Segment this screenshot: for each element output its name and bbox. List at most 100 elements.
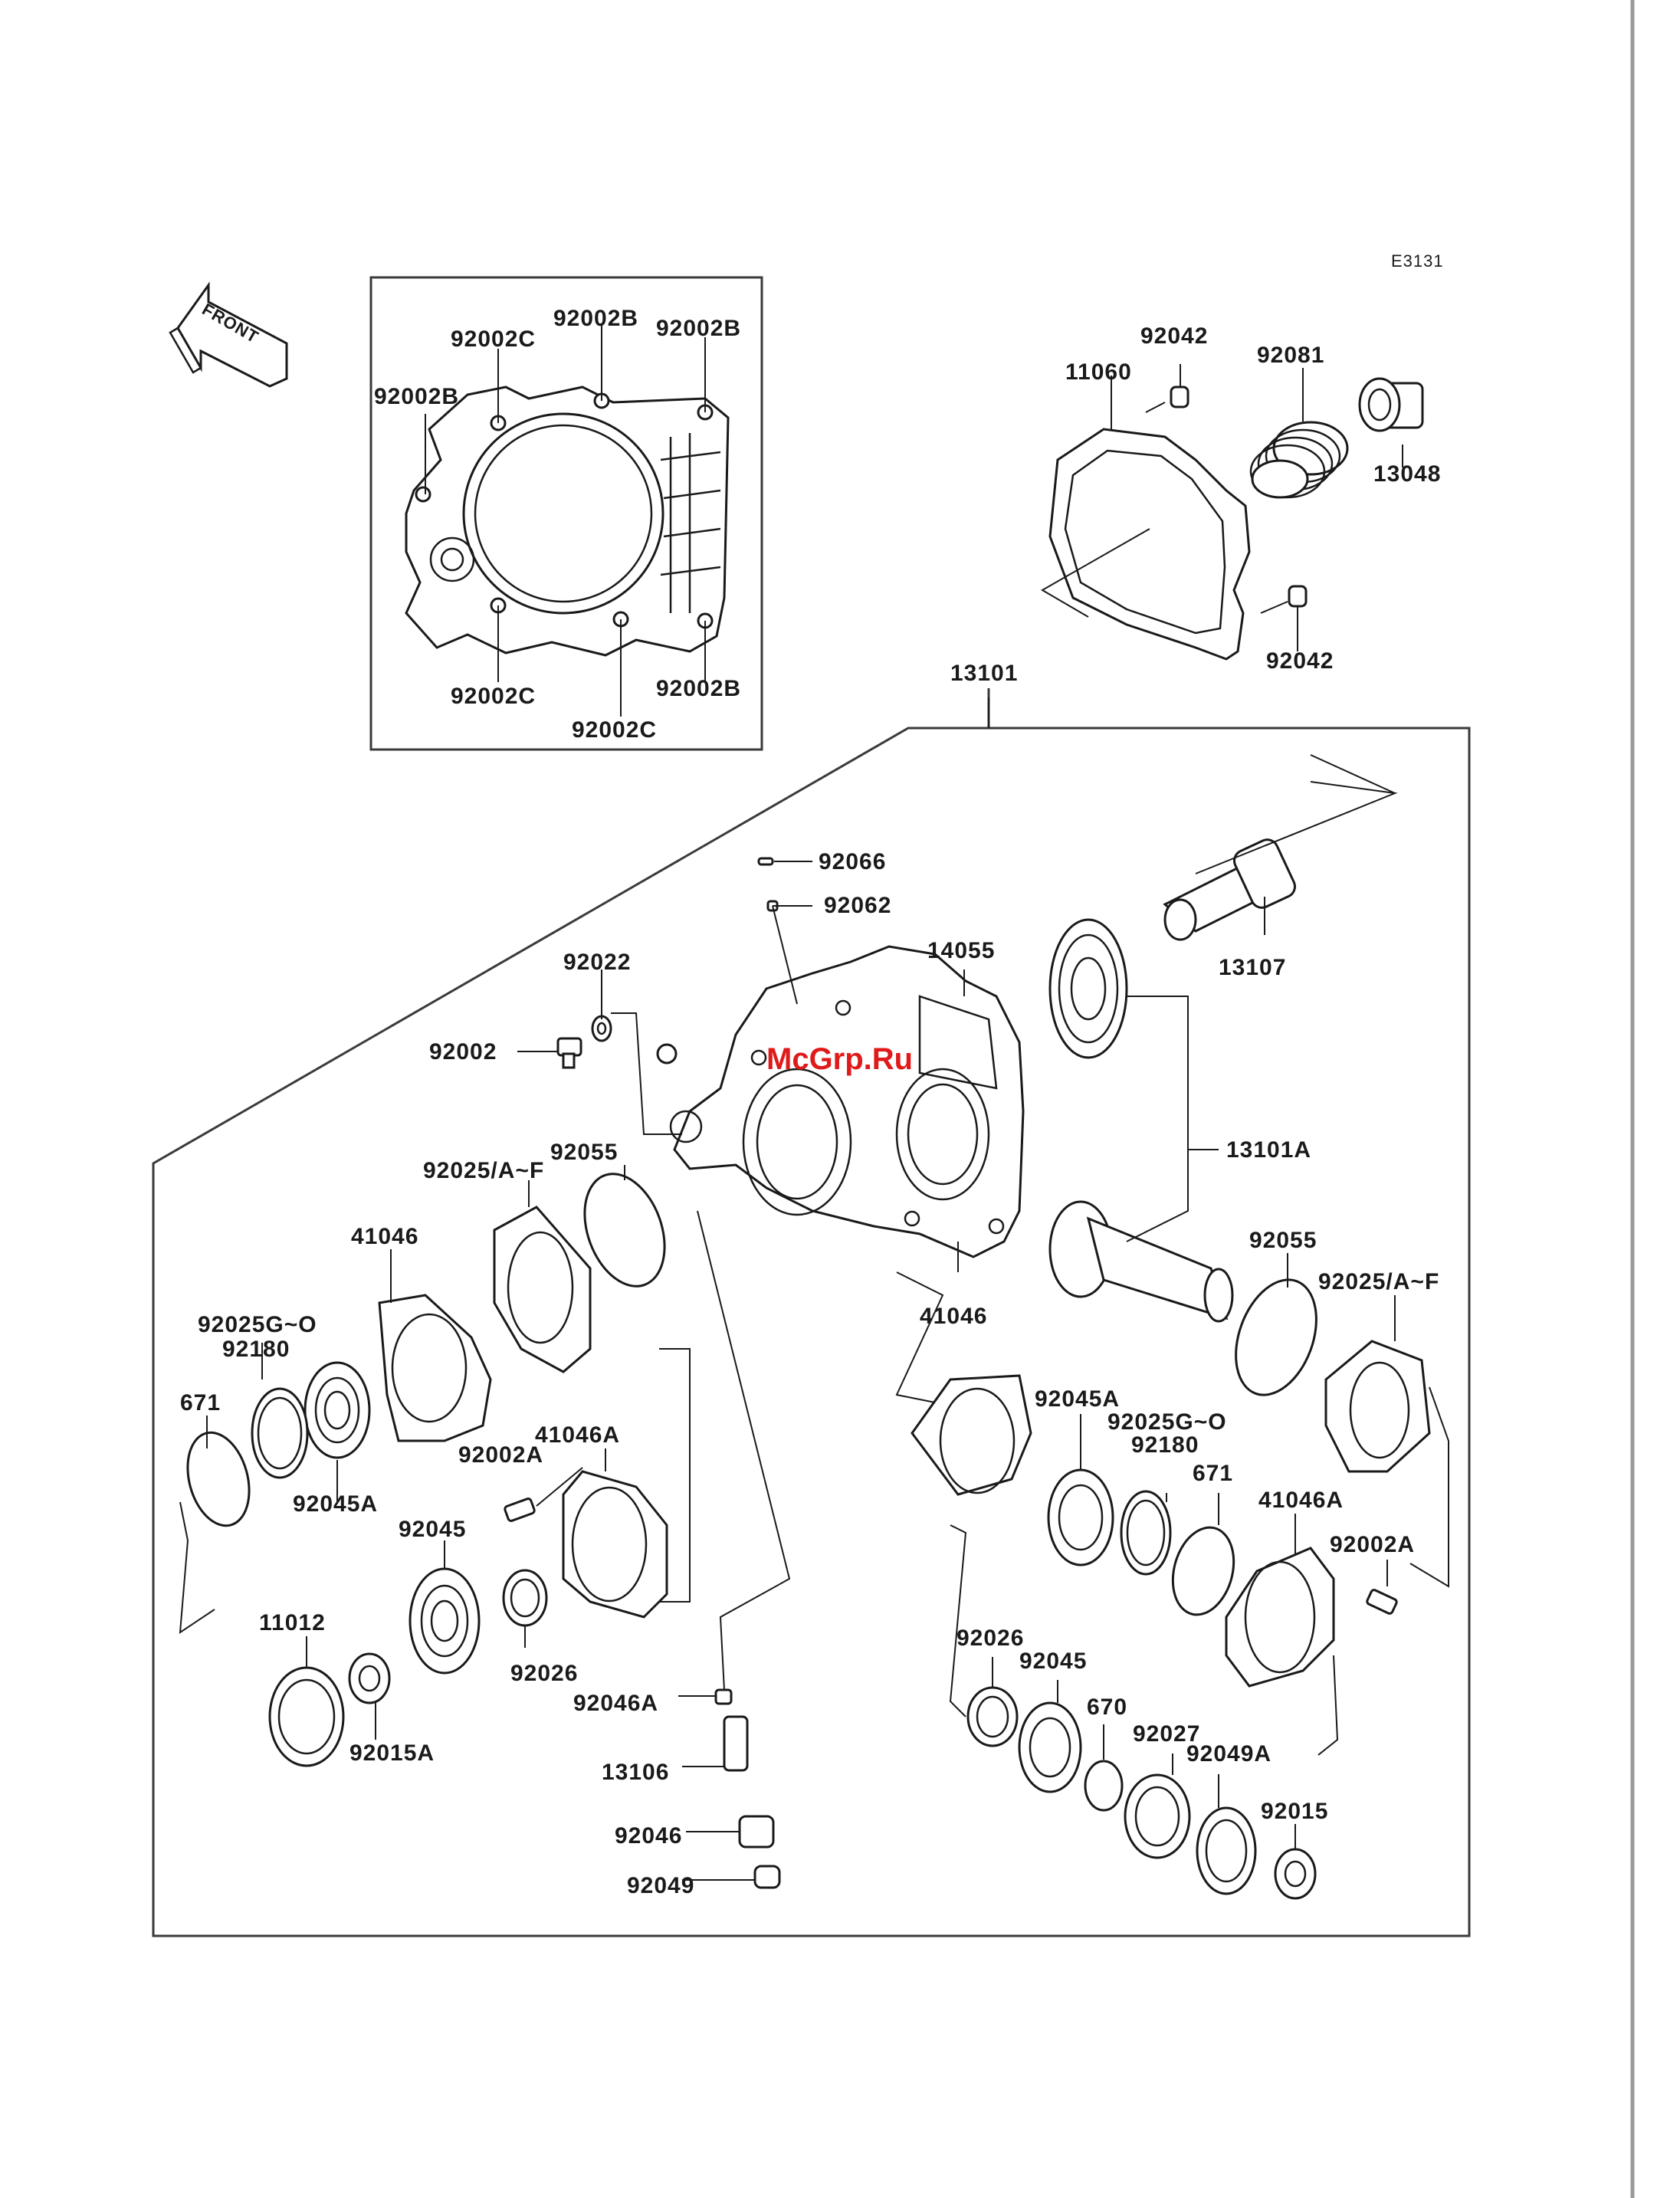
label-92025GO-right: 92025G~O bbox=[1107, 1409, 1227, 1435]
pin-92046A bbox=[714, 1688, 733, 1705]
label-92002A-left: 92002A bbox=[458, 1442, 543, 1468]
housing-41046-right bbox=[911, 1374, 1032, 1496]
label-92002C-top: 92002C bbox=[451, 326, 536, 352]
dowel-pin-upper bbox=[1170, 385, 1189, 408]
label-92066: 92066 bbox=[819, 849, 886, 874]
label-92015: 92015 bbox=[1261, 1799, 1328, 1824]
label-92045A-left: 92045A bbox=[293, 1491, 378, 1517]
label-92046A: 92046A bbox=[573, 1691, 658, 1716]
label-92025GO-left: 92025G~O bbox=[198, 1312, 317, 1337]
main-leader-lines bbox=[179, 697, 1449, 1881]
label-92026-left: 92026 bbox=[510, 1661, 578, 1686]
label-92180-left: 92180 bbox=[222, 1337, 290, 1362]
housing-41046A-right bbox=[1225, 1547, 1335, 1688]
o-ring-671-right bbox=[1171, 1526, 1235, 1616]
assembly-frame bbox=[152, 688, 1471, 1937]
bearing-92045-right bbox=[1018, 1701, 1082, 1793]
label-13101: 13101 bbox=[950, 661, 1018, 686]
label-92002B-left: 92002B bbox=[374, 384, 459, 409]
collar-92027 bbox=[1124, 1773, 1191, 1859]
label-92049: 92049 bbox=[627, 1873, 694, 1898]
top-right-leaders bbox=[1041, 364, 1403, 651]
shaft-13107 bbox=[1163, 838, 1296, 941]
dowel-pin-lower bbox=[1288, 585, 1308, 608]
label-11060: 11060 bbox=[1065, 359, 1132, 385]
label-670: 670 bbox=[1087, 1694, 1127, 1720]
bearing-92045-left bbox=[409, 1567, 481, 1675]
o-ring-671-left bbox=[186, 1431, 251, 1527]
washer-92022 bbox=[591, 1015, 612, 1042]
bolt-92002A-right bbox=[1366, 1589, 1398, 1615]
bolt-92002A-left bbox=[504, 1498, 536, 1522]
housing-41046A-left bbox=[562, 1470, 668, 1619]
label-92055-right: 92055 bbox=[1249, 1228, 1317, 1253]
collar-92046 bbox=[738, 1815, 775, 1849]
label-13107: 13107 bbox=[1219, 955, 1286, 980]
part-13048 bbox=[1358, 377, 1424, 432]
watermark: McGrp.Ru bbox=[766, 1042, 913, 1076]
o-ring-92055-right bbox=[1235, 1278, 1317, 1396]
label-92002B-top1: 92002B bbox=[553, 306, 638, 331]
label-92045-right: 92045 bbox=[1019, 1648, 1087, 1674]
bolt-92002 bbox=[556, 1037, 582, 1069]
label-92026-right: 92026 bbox=[956, 1626, 1024, 1651]
label-92055-left: 92055 bbox=[550, 1140, 618, 1165]
o-ring-670 bbox=[1084, 1760, 1124, 1812]
bearing-92045A-left bbox=[304, 1361, 371, 1459]
inset-leader-lines bbox=[425, 326, 706, 717]
ring-gear bbox=[1048, 918, 1128, 1059]
label-92022: 92022 bbox=[563, 950, 631, 975]
label-92002: 92002 bbox=[429, 1039, 497, 1065]
housing-41046-left bbox=[378, 1294, 492, 1442]
label-13048: 13048 bbox=[1373, 461, 1441, 487]
cap-11012 bbox=[268, 1666, 345, 1767]
label-92045-left: 92045 bbox=[399, 1517, 466, 1542]
shim-92180-right bbox=[1120, 1490, 1172, 1576]
shim-92025-left bbox=[493, 1206, 592, 1373]
diagram-code: E3131 bbox=[1391, 251, 1444, 271]
label-92027: 92027 bbox=[1133, 1721, 1200, 1747]
label-11012: 11012 bbox=[259, 1610, 326, 1635]
nut-92015 bbox=[1274, 1848, 1317, 1900]
seal-92049A bbox=[1196, 1806, 1257, 1895]
label-92015A: 92015A bbox=[349, 1740, 435, 1766]
label-41046-right: 41046 bbox=[920, 1304, 987, 1329]
label-92002A-right: 92002A bbox=[1330, 1532, 1415, 1557]
o-ring-92055-left bbox=[583, 1173, 666, 1288]
shaft-13106 bbox=[723, 1715, 749, 1772]
label-92002C-bottom-mid: 92002C bbox=[572, 717, 657, 743]
label-41046-left: 41046 bbox=[351, 1224, 418, 1249]
pin-92066 bbox=[757, 857, 774, 866]
label-92042-upper: 92042 bbox=[1140, 323, 1208, 349]
label-92025AF-right: 92025/A~F bbox=[1318, 1269, 1439, 1294]
label-92081: 92081 bbox=[1257, 343, 1324, 368]
label-92002B-bottom-right: 92002B bbox=[656, 676, 741, 701]
label-671-left: 671 bbox=[180, 1390, 221, 1416]
seal-92026-left bbox=[502, 1569, 548, 1627]
gasket-housing-inset bbox=[405, 385, 730, 657]
front-arrow-icon: FRONT bbox=[169, 281, 288, 388]
shim-92180-left bbox=[251, 1387, 309, 1479]
cap-92049 bbox=[753, 1865, 781, 1889]
label-92062: 92062 bbox=[824, 893, 891, 918]
label-13101A: 13101A bbox=[1226, 1137, 1311, 1163]
inset-box bbox=[369, 276, 763, 751]
bearing-92045A-right bbox=[1047, 1468, 1114, 1566]
shim-92025-right bbox=[1324, 1340, 1431, 1473]
label-92049A: 92049A bbox=[1186, 1741, 1271, 1767]
nut-92015A bbox=[348, 1652, 391, 1704]
part-labels: 92002C 92002B 92002B 92002B 92002C 92002… bbox=[180, 306, 1441, 1898]
label-92045A-right: 92045A bbox=[1035, 1386, 1120, 1412]
label-92042-lower: 92042 bbox=[1266, 648, 1334, 674]
label-92046: 92046 bbox=[615, 1823, 682, 1849]
seal-92026-right bbox=[966, 1686, 1019, 1747]
label-92002B-top2: 92002B bbox=[656, 316, 741, 341]
label-14055: 14055 bbox=[927, 938, 995, 963]
gear-case-housing bbox=[656, 945, 1025, 1258]
label-671-right: 671 bbox=[1193, 1461, 1233, 1486]
cover-gasket bbox=[1048, 428, 1251, 661]
label-13106: 13106 bbox=[602, 1760, 669, 1785]
label-92180-right: 92180 bbox=[1131, 1432, 1199, 1458]
